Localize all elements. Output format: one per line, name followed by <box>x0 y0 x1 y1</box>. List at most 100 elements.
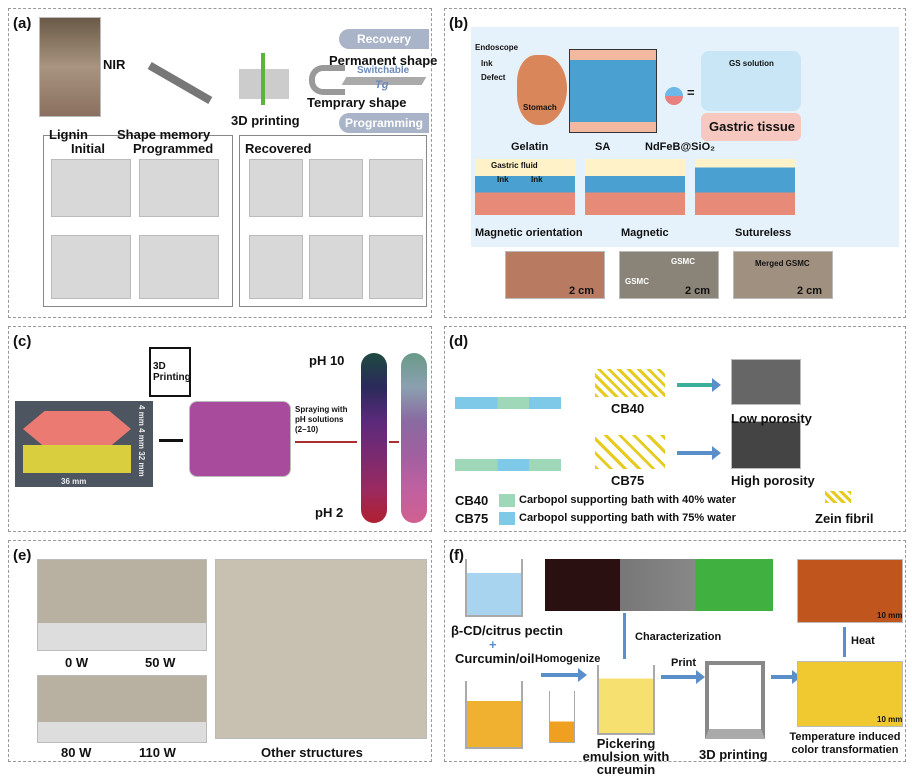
equals-sign: = <box>687 85 695 100</box>
legend-cb75-key: CB75 <box>455 511 489 526</box>
arrow <box>661 670 705 684</box>
flow-arrow <box>159 439 183 442</box>
pectin-beaker <box>465 559 523 617</box>
ink-label: Ink <box>497 175 509 184</box>
characterization-images <box>545 559 773 611</box>
u-shape <box>309 65 345 95</box>
sample-photo <box>139 235 219 299</box>
sample-photo-0w <box>37 559 207 651</box>
ph10-label: pH 10 <box>309 353 345 368</box>
panel-b: (b) Endoscope Ink Defect Stomach = GS so… <box>444 8 906 318</box>
shape-memory-label: Shape memory <box>117 127 211 142</box>
gastric-tissue-box <box>701 113 801 141</box>
pectin-label: β-CD/citrus pectin <box>451 623 563 638</box>
cb40-label: CB40 <box>611 401 645 416</box>
sample-photo <box>51 235 131 299</box>
permanent-label: Permanent shape <box>329 53 438 68</box>
lignin-label: Lignin <box>49 127 88 142</box>
result-photo <box>733 251 833 299</box>
sample-photo <box>309 159 363 217</box>
panel-d: (d) CB40 Low porosity CB75 High porosity… <box>444 326 906 532</box>
temporary-label: Temprary shape <box>307 95 407 110</box>
panel-label: (d) <box>449 333 469 350</box>
high-porosity-sem <box>731 421 801 469</box>
heat-label: Heat <box>851 635 875 647</box>
legend-cb40-key: CB40 <box>455 493 489 508</box>
other-structures-photo <box>215 559 427 739</box>
scale-label: 10 mm <box>877 611 903 620</box>
gelatin-legend: Gelatin <box>511 141 549 153</box>
initial-label: Initial <box>71 141 105 156</box>
sample-photo <box>309 235 363 299</box>
spray-arrow <box>389 441 399 443</box>
scale-label: 2 cm <box>569 285 595 297</box>
printer-cube <box>149 347 191 397</box>
gs-solution-box <box>701 51 801 111</box>
sample-photo <box>369 235 423 299</box>
plus-sign: + <box>489 637 497 652</box>
panel-label: (c) <box>13 333 32 350</box>
legend-cb40-swatch <box>499 494 515 507</box>
recovered-box <box>239 135 427 307</box>
stage-2-illustration <box>585 159 685 215</box>
defect-label: Defect <box>481 73 506 82</box>
spray-arrow <box>295 441 357 443</box>
stage-1-illustration <box>475 159 575 215</box>
cb75-mesh <box>595 435 665 469</box>
printing-label: 3D printing <box>231 113 300 128</box>
up-arrow <box>843 627 846 657</box>
panel-label: (e) <box>13 547 32 564</box>
panel-c: (c) 36 mm 4 mm 4 mm 32 mm 3D Printing Sp… <box>8 326 432 532</box>
tg-label: Tg <box>375 79 389 91</box>
height-dimension: 4 mm 4 mm 32 mm <box>137 405 146 477</box>
result-photo <box>505 251 605 299</box>
arrow <box>771 670 801 684</box>
sa-legend: SA <box>595 141 611 153</box>
width-dimension: 36 mm <box>61 477 87 486</box>
beam-shape <box>147 62 213 104</box>
ph-gradient-arc <box>361 353 387 523</box>
heated-butterfly-photo <box>797 559 903 623</box>
particle-icon <box>665 87 683 105</box>
legend-cb75-text: Carbopol supporting bath with 75% water <box>519 512 736 524</box>
spraying-label: Spraying with pH solutions (2–10) <box>295 405 348 434</box>
curcumin-label: Curcumin/oil <box>455 651 535 666</box>
legend-cb75-swatch <box>499 512 515 525</box>
merged-gsmc-label: Merged GSMC <box>755 259 810 268</box>
gastric-fluid-label: Gastric fluid <box>491 161 538 170</box>
recovery-arrow: Recovery <box>339 29 429 49</box>
print-label: Print <box>671 657 697 669</box>
arrow <box>541 668 587 682</box>
panel-f: (f) β-CD/citrus pectin + Curcumin/oil Ho… <box>444 540 906 776</box>
endoscope-label: Endoscope <box>475 43 519 52</box>
low-porosity-sem <box>731 359 801 405</box>
cb40-mesh <box>595 369 665 397</box>
3d-printer <box>705 661 765 739</box>
zein-fibril-icon <box>825 491 851 503</box>
scale-label: 2 cm <box>685 285 711 297</box>
power-80w-label: 80 W <box>61 745 92 760</box>
panel-label: (f) <box>449 547 464 564</box>
ph-gradient-arc-sprayed <box>401 353 427 523</box>
sample-photo <box>139 159 219 217</box>
scale-label: 2 cm <box>797 285 823 297</box>
zein-fibril-label: Zein fibril <box>815 511 874 526</box>
cb75-label: CB75 <box>611 473 645 488</box>
result-photo <box>619 251 719 299</box>
ink-label: Ink <box>481 59 493 68</box>
printing-label: 3D Printing <box>153 361 191 383</box>
programmed-box <box>43 135 233 307</box>
arrow <box>677 378 721 392</box>
sample-photo-80w <box>37 675 207 743</box>
arrow <box>677 446 721 460</box>
scale-label: 10 mm <box>877 715 903 724</box>
emulsion-beaker <box>597 665 655 735</box>
panel-e: (e) 0 W 50 W 80 W 110 W Other structures <box>8 540 432 762</box>
stomach-label: Stomach <box>523 103 557 112</box>
filament <box>261 53 265 105</box>
homogenize-label: Homogenize <box>535 653 601 665</box>
pickering-label: Pickering emulsion with cureumin <box>582 736 670 777</box>
recovered-label: Recovered <box>245 141 312 156</box>
sample-photo <box>369 159 423 217</box>
printed-butterfly-photo <box>797 661 903 727</box>
